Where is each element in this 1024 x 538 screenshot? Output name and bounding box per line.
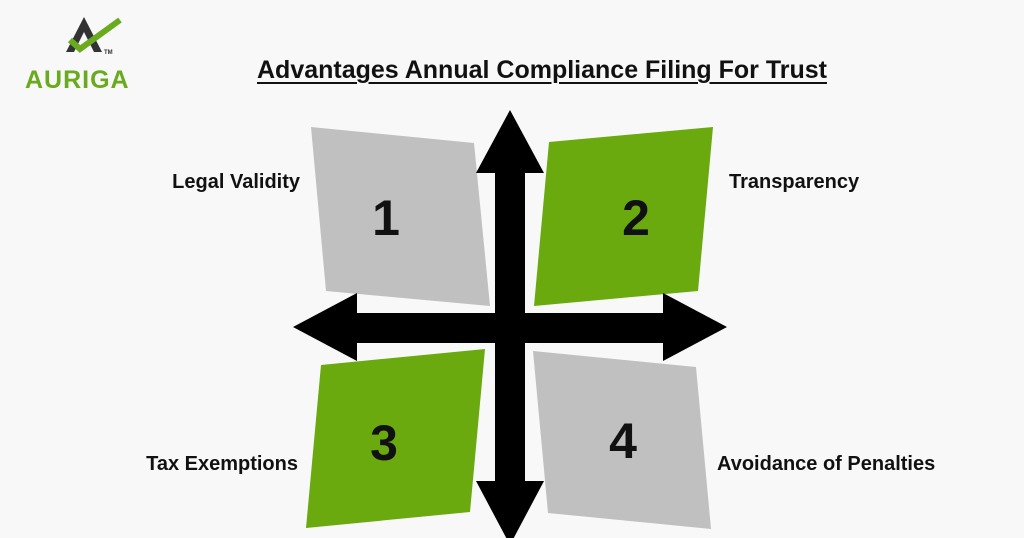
quadrant-4-tile xyxy=(533,351,711,529)
quadrant-2-label: Transparency xyxy=(729,171,860,193)
quadrant-3-number: 3 xyxy=(370,415,398,471)
quadrant-4-label: Avoidance of Penalties xyxy=(717,453,936,475)
page-title: Advantages Annual Compliance Filing For … xyxy=(257,56,827,84)
four-way-cross-arrow-icon xyxy=(293,110,727,538)
quadrant-3-tile xyxy=(306,349,485,528)
svg-text:TM: TM xyxy=(104,50,113,56)
a-checkmark-logo-icon: TM xyxy=(66,17,122,56)
quadrant-2-tile xyxy=(534,127,713,306)
quadrant-1-tile xyxy=(311,127,490,306)
brand-name: AURIGA xyxy=(25,66,130,94)
quadrant-1-label: Legal Validity xyxy=(172,171,300,193)
quadrant-1-number: 1 xyxy=(372,190,400,246)
quadrant-2-number: 2 xyxy=(622,190,650,246)
quadrant-4-number: 4 xyxy=(609,413,637,469)
quadrant-3-label: Tax Exemptions xyxy=(146,453,298,475)
auriga-logo: TM AURIGA xyxy=(22,14,132,94)
